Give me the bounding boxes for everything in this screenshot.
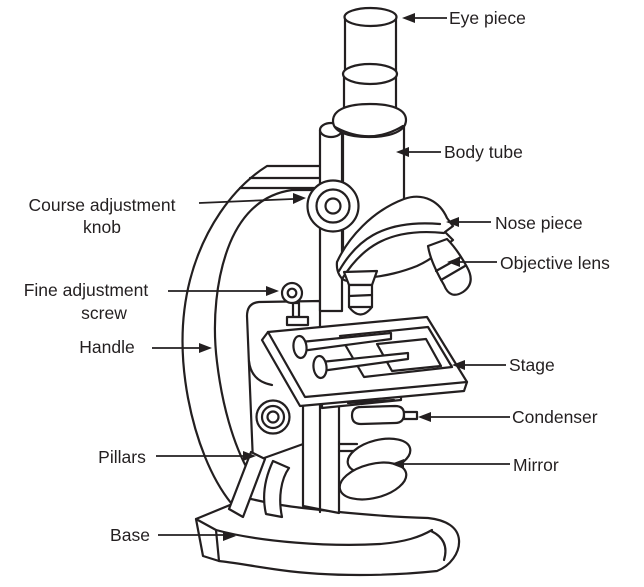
eyepiece-cyl2-sides bbox=[342, 72, 398, 114]
pillars-part bbox=[227, 450, 291, 519]
label-condenser: Condenser bbox=[512, 407, 598, 427]
tscrew-stem bbox=[291, 301, 301, 319]
casting-detail-arc bbox=[247, 359, 274, 387]
stage-plate-edges bbox=[266, 330, 469, 399]
arrow-body-tube bbox=[396, 147, 441, 157]
stage-clip-2 bbox=[312, 351, 410, 380]
inclination-ring-inner bbox=[266, 410, 280, 424]
nose-piece-part bbox=[335, 195, 472, 316]
microscope-drawing bbox=[181, 6, 472, 577]
label-coarse-knob-line1: Course adjustment bbox=[29, 195, 176, 215]
base-part bbox=[194, 496, 461, 577]
tube-collar-underline bbox=[333, 124, 405, 138]
callout-labels: Eye piece Body tube Nose piece Objective… bbox=[24, 8, 610, 545]
condenser-part bbox=[346, 398, 419, 426]
body-tube-part bbox=[331, 6, 408, 254]
label-objective-lens: Objective lens bbox=[500, 253, 610, 273]
condenser-nub bbox=[402, 410, 419, 421]
objective-center-band bbox=[347, 293, 374, 298]
condenser-pill bbox=[350, 404, 406, 426]
tscrew-bar bbox=[285, 315, 310, 327]
mirror-front-disc bbox=[338, 461, 408, 501]
arrow-pillars bbox=[156, 451, 256, 461]
nosepiece-band-line-2 bbox=[340, 230, 446, 281]
objective-tilted bbox=[426, 237, 472, 296]
clip1-cap bbox=[292, 334, 308, 360]
coarse-knob bbox=[306, 179, 360, 233]
inclination-knob bbox=[255, 399, 291, 435]
label-mirror: Mirror bbox=[513, 455, 559, 475]
arrow-eye-piece bbox=[402, 13, 447, 23]
objective-center bbox=[342, 269, 379, 316]
mirror-part bbox=[337, 437, 412, 501]
clip2-cap bbox=[312, 354, 328, 380]
fine-adjustment-part bbox=[280, 281, 310, 327]
label-handle: Handle bbox=[79, 337, 134, 357]
arrow-condenser bbox=[418, 412, 510, 422]
label-body-tube: Body tube bbox=[444, 142, 523, 162]
arrow-base bbox=[158, 531, 236, 541]
label-fine-screw-line1: Fine adjustment bbox=[24, 280, 149, 300]
label-base: Base bbox=[110, 525, 150, 545]
tube-collar bbox=[331, 102, 408, 139]
eyepiece-top-lens bbox=[343, 6, 398, 28]
base-front-top-edge bbox=[214, 528, 434, 546]
objective-tilted-body bbox=[426, 237, 472, 296]
pillar-strip-back bbox=[262, 459, 291, 519]
fine-screw-inner bbox=[286, 287, 298, 299]
label-fine-screw-line2: screw bbox=[81, 303, 127, 323]
eyepiece-collar bbox=[341, 62, 399, 86]
arrow-nose-piece bbox=[446, 217, 491, 227]
label-eye-piece: Eye piece bbox=[449, 8, 526, 28]
objective-center-mount bbox=[342, 269, 379, 287]
arrow-handle bbox=[152, 343, 212, 353]
label-coarse-knob-line2: knob bbox=[83, 217, 121, 237]
arrow-objective-lens bbox=[447, 257, 497, 267]
stage-clip-1 bbox=[292, 331, 393, 360]
limb-slab bbox=[301, 392, 341, 515]
base-cap-inner-curve bbox=[429, 529, 447, 562]
arrow-fine-screw bbox=[168, 286, 279, 296]
arrow-mirror bbox=[391, 459, 510, 469]
objective-center-barrel bbox=[347, 283, 374, 316]
callout-arrows bbox=[152, 13, 510, 541]
pillar-strip-front bbox=[227, 450, 267, 519]
condenser-top-line bbox=[346, 398, 396, 405]
objective-tilted-band-1 bbox=[439, 264, 467, 282]
label-nose-piece: Nose piece bbox=[495, 213, 583, 233]
label-pillars: Pillars bbox=[98, 447, 146, 467]
eyepiece-cyl1-sides bbox=[343, 15, 398, 76]
stage-part bbox=[260, 315, 469, 408]
nosepiece-band-line-1 bbox=[337, 222, 442, 273]
label-stage: Stage bbox=[509, 355, 555, 375]
arrow-stage bbox=[452, 360, 506, 370]
arrow-coarse-knob bbox=[198, 193, 306, 204]
coarse-knob-inner bbox=[324, 197, 342, 215]
